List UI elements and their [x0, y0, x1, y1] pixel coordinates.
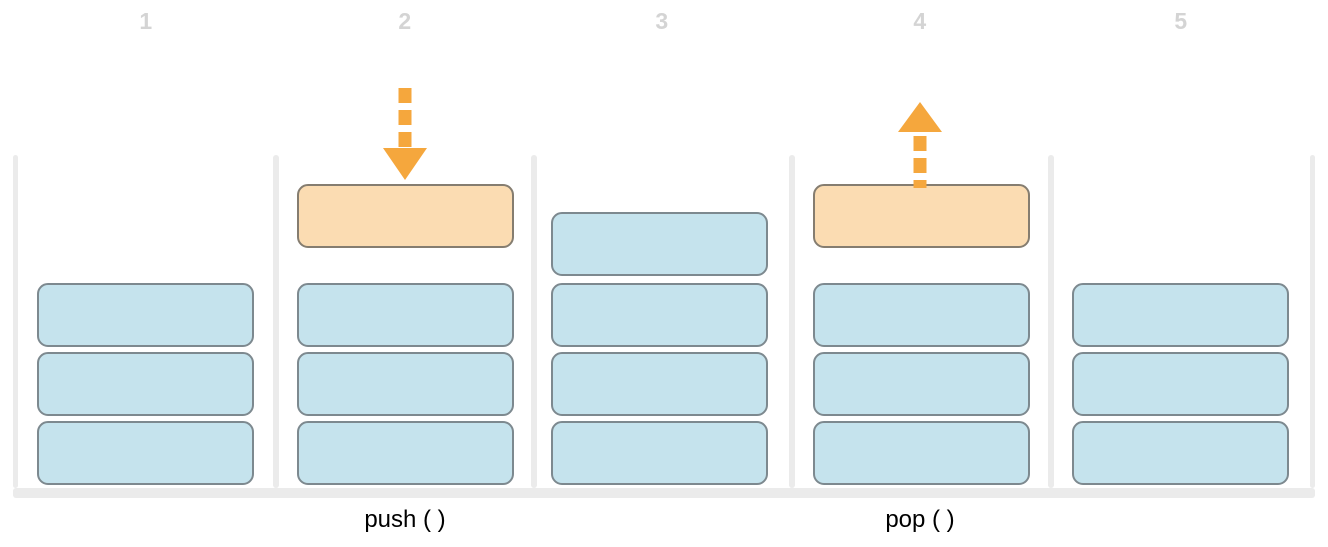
stack-block [813, 283, 1030, 347]
stack-block [1072, 421, 1289, 485]
stack-block [297, 283, 514, 347]
column-divider [273, 155, 279, 488]
stack-block [297, 421, 514, 485]
column-number: 2 [398, 8, 412, 34]
operation-label-push: push ( ) [364, 506, 446, 533]
operation-label-pop: pop ( ) [885, 506, 955, 533]
container-base [13, 488, 1315, 498]
stack-block [1072, 283, 1289, 347]
pushed-block [297, 184, 514, 248]
stack-block [37, 421, 254, 485]
container-left-wall [13, 155, 18, 488]
popped-block [813, 184, 1030, 248]
stack-block [813, 352, 1030, 416]
column-number: 4 [913, 8, 927, 34]
column-divider [1048, 155, 1054, 488]
column-divider [531, 155, 537, 488]
column-number: 3 [655, 8, 669, 34]
column-number: 5 [1174, 8, 1188, 34]
stack-block [551, 352, 768, 416]
column-divider [789, 155, 795, 488]
pop-arrow-icon [896, 100, 944, 200]
stack-block [551, 212, 768, 276]
stack-block [37, 352, 254, 416]
stack-block [37, 283, 254, 347]
column-number: 1 [139, 8, 153, 34]
stack-block [551, 421, 768, 485]
stack-block [1072, 352, 1289, 416]
stack-block [551, 283, 768, 347]
push-arrow-icon [381, 82, 429, 182]
stack-block [297, 352, 514, 416]
stack-block [813, 421, 1030, 485]
container-right-wall [1310, 155, 1315, 488]
